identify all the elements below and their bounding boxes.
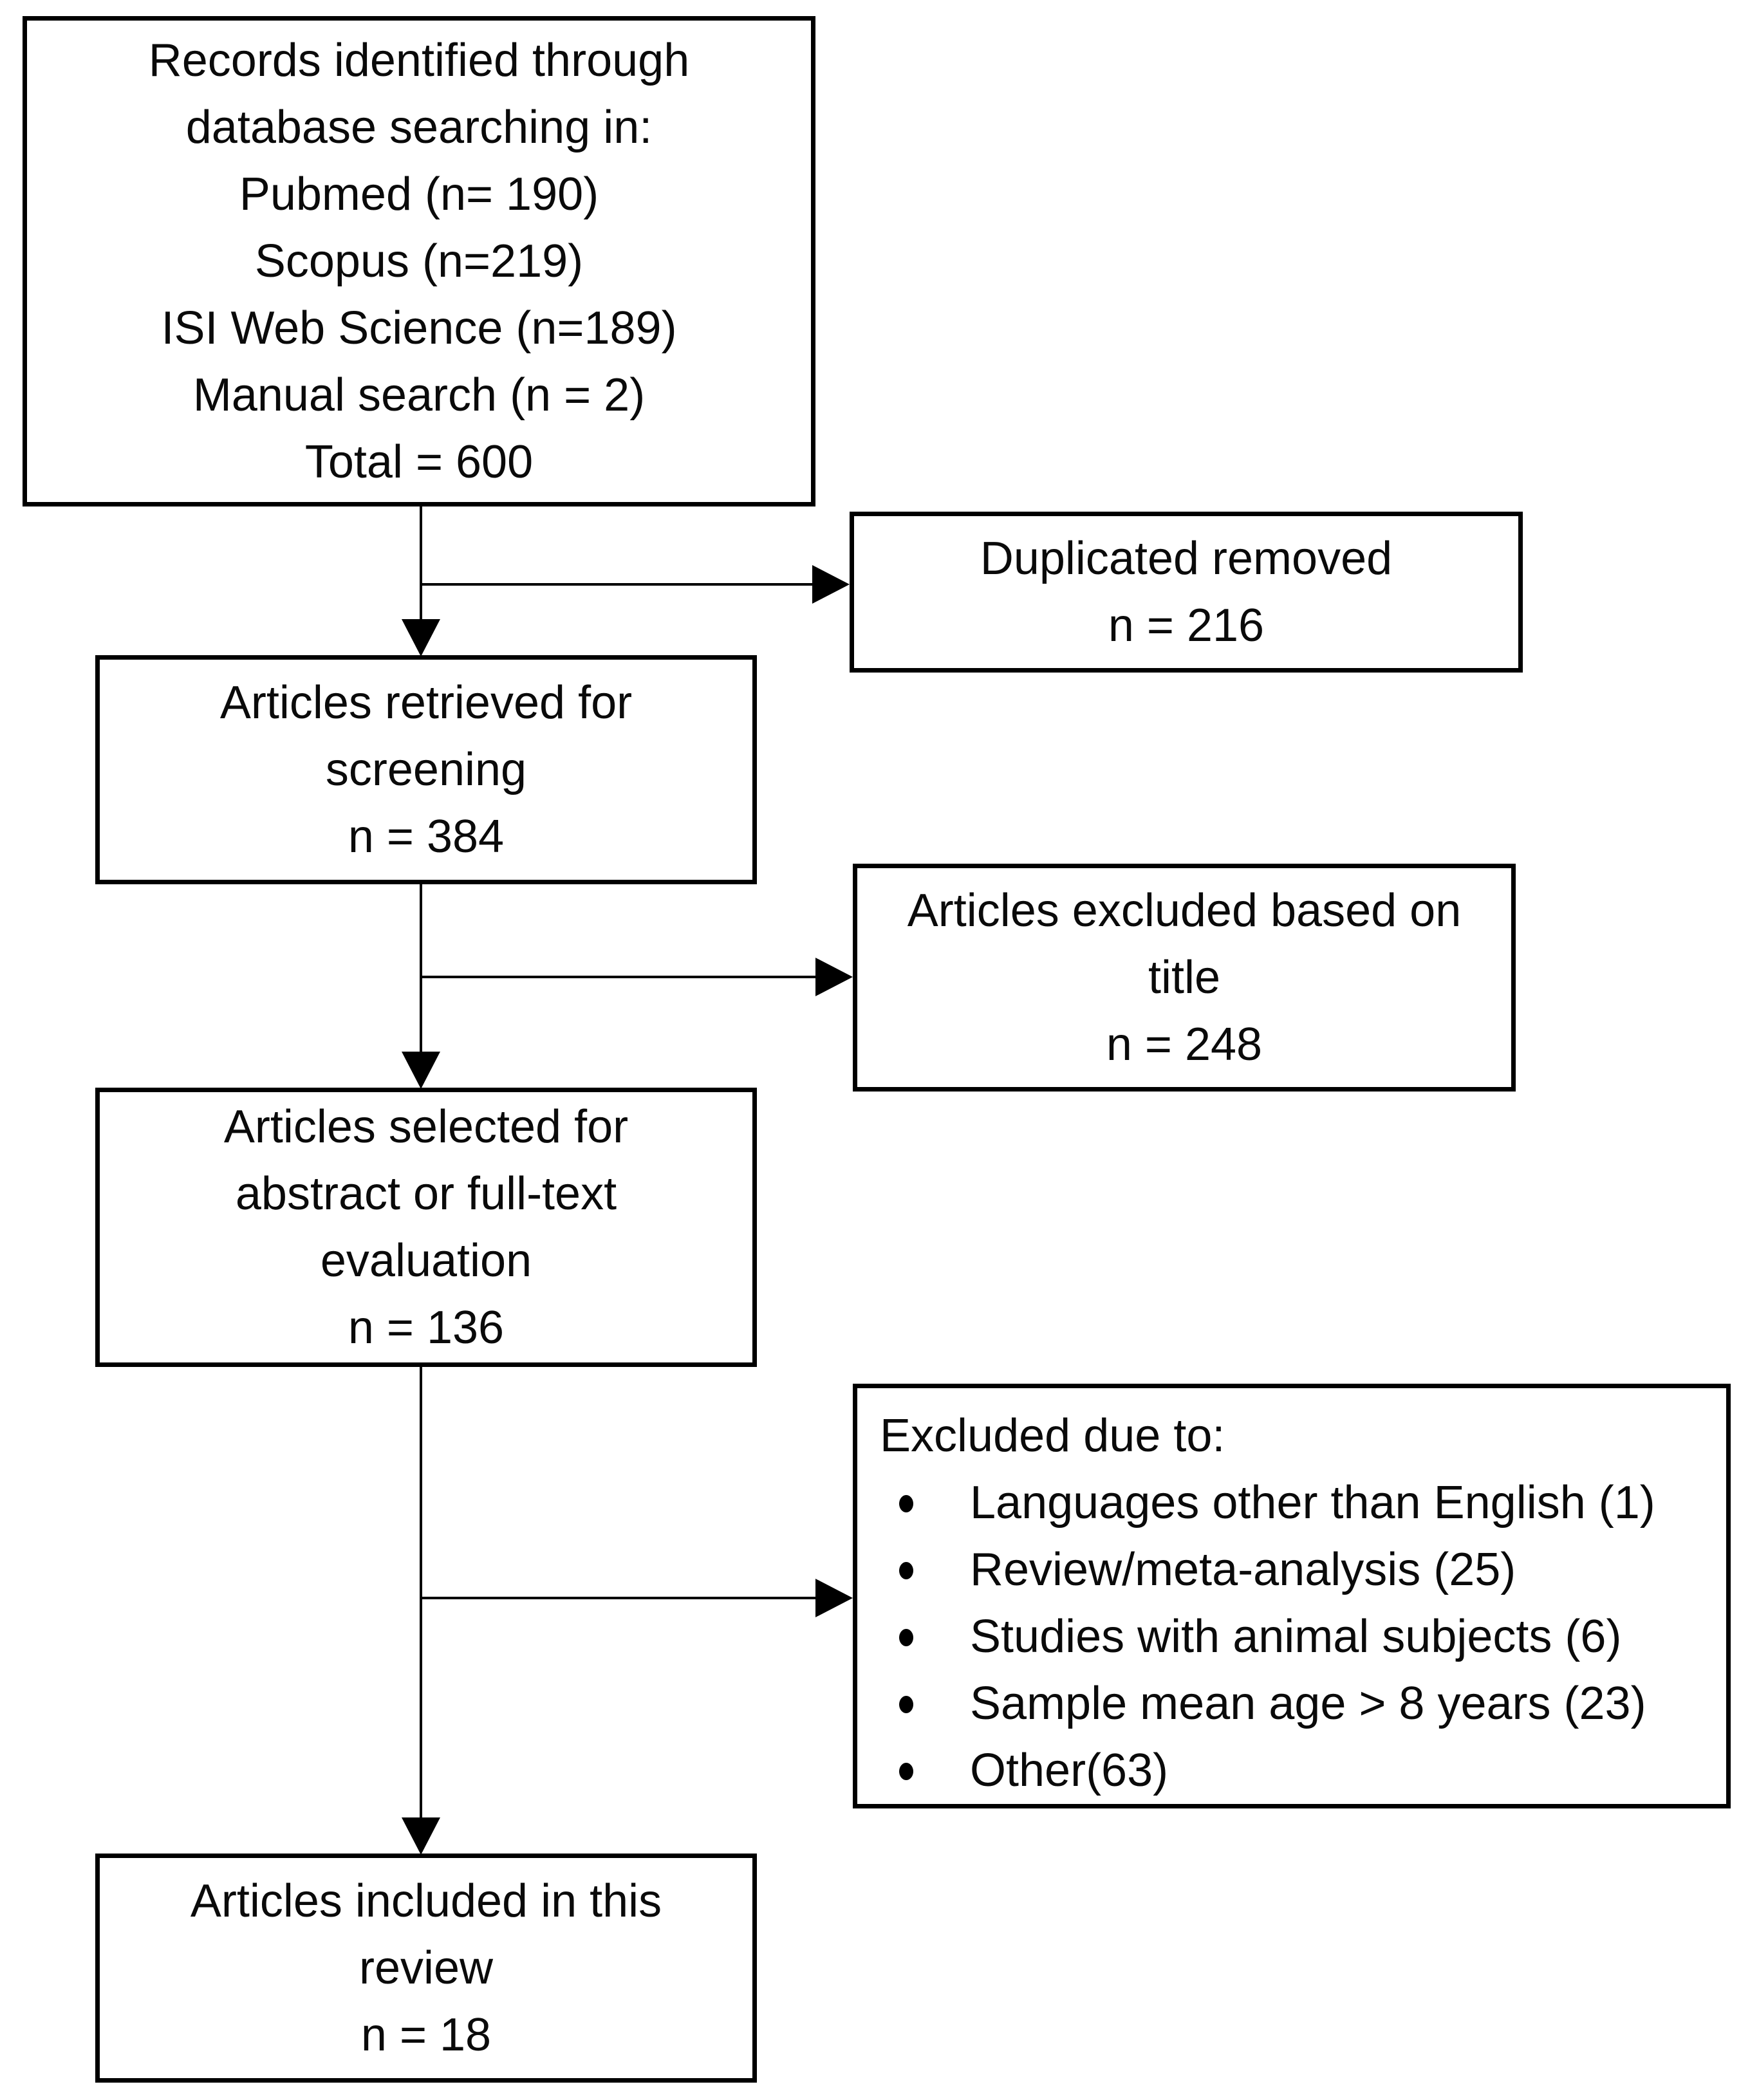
arrowhead-right-exclusion-reasons xyxy=(815,1579,853,1617)
box-text-line: title xyxy=(1148,952,1221,1003)
arrowhead-down-fulltext xyxy=(402,1052,440,1089)
list-item: Sample mean age > 8 years (23) xyxy=(880,1670,1713,1737)
box-text-line: Articles retrieved for xyxy=(219,677,633,729)
arrowhead-down-included xyxy=(402,1817,440,1855)
list-item: Other(63) xyxy=(880,1737,1713,1804)
box-text-line: review xyxy=(358,1942,494,1994)
box-text-line: Records identified through xyxy=(148,35,690,86)
box-text-line: Articles included in this xyxy=(190,1875,662,1927)
connector-to-exclusion-reasons xyxy=(421,1597,815,1599)
exclusion-reasons-header: Excluded due to: xyxy=(880,1410,1225,1462)
arrowhead-right-title-excluded xyxy=(815,958,853,996)
screening-box: Articles retrieved for screening n = 384 xyxy=(95,655,757,884)
arrowhead-down-screening xyxy=(402,619,440,656)
duplicates-removed-box: Duplicated removed n = 216 xyxy=(850,512,1523,673)
box-text-line: Articles selected for xyxy=(223,1101,629,1153)
box-text-line: evaluation xyxy=(320,1235,532,1287)
box-text-line: Articles excluded based on xyxy=(907,885,1462,936)
included-articles-box: Articles included in this review n = 18 xyxy=(95,1854,757,2083)
box-text-line: Pubmed (n= 190) xyxy=(239,169,599,220)
box-text-line: n = 216 xyxy=(1108,600,1265,651)
box-text-line: Scopus (n=219) xyxy=(254,236,584,287)
box-text-line: n = 18 xyxy=(360,2009,492,2061)
list-item: Review/meta-analysis (25) xyxy=(880,1536,1713,1603)
box-text-line: abstract or full-text xyxy=(235,1168,617,1220)
box-text-line: ISI Web Science (n=189) xyxy=(161,302,677,354)
records-identified-box: Records identified through database sear… xyxy=(23,16,815,506)
box-text-line: n = 384 xyxy=(348,811,505,862)
box-text-line: Duplicated removed xyxy=(980,533,1393,584)
connector-screening-to-fulltext xyxy=(420,884,422,1054)
box-text-line: screening xyxy=(325,744,527,795)
fulltext-evaluation-box: Articles selected for abstract or full-t… xyxy=(95,1088,757,1367)
box-text-line: Total = 600 xyxy=(304,436,534,488)
list-item: Studies with animal subjects (6) xyxy=(880,1603,1713,1670)
exclusion-reasons-list: Languages other than English (1) Review/… xyxy=(880,1469,1713,1804)
box-text-line: Manual search (n = 2) xyxy=(192,369,646,421)
arrowhead-right-duplicates xyxy=(812,565,850,604)
connector-to-duplicates xyxy=(421,583,812,586)
excluded-by-title-box: Articles excluded based on title n = 248 xyxy=(853,864,1516,1092)
box-text-line: n = 136 xyxy=(348,1302,505,1353)
connector-fulltext-to-included xyxy=(420,1367,422,1820)
connector-records-to-screening xyxy=(420,506,422,622)
box-text-line: database searching in: xyxy=(185,102,653,153)
list-item: Languages other than English (1) xyxy=(880,1469,1713,1536)
exclusion-reasons-box: Excluded due to: Languages other than En… xyxy=(853,1384,1731,1808)
connector-to-title-excluded xyxy=(421,976,815,978)
box-text-line: n = 248 xyxy=(1106,1019,1263,1070)
